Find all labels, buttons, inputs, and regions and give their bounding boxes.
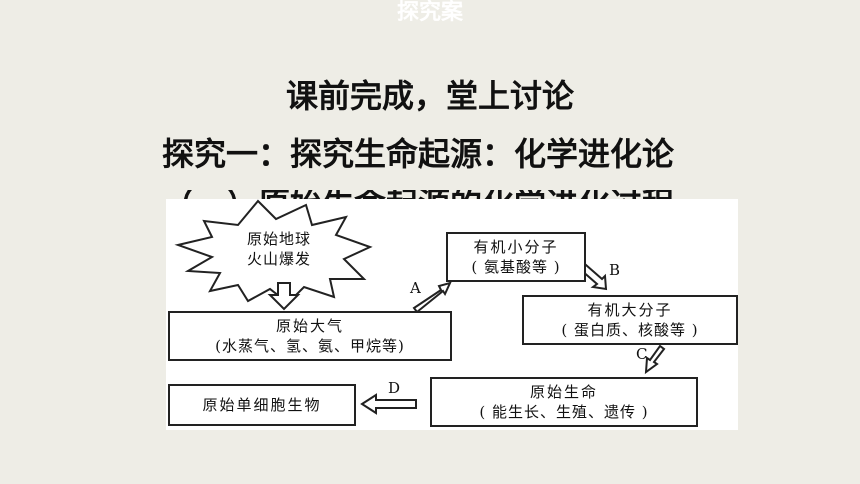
large-molecules-title: 有机大分子 [587, 301, 673, 319]
label-a: A [410, 279, 421, 297]
primitive-life-title: 原始生命 [529, 383, 598, 401]
label-c: C [636, 345, 648, 363]
burst-label: 原始地球 火山爆发 [234, 229, 324, 269]
arrow-a-icon [412, 281, 452, 314]
atmosphere-box: 原始大气 (水蒸气、氢、氨、甲烷等) [168, 311, 452, 361]
large-molecules-sub: ( 蛋白质、核酸等 ) [561, 321, 699, 339]
arrow-c-icon [644, 344, 666, 375]
clipped-subheading: （一）原始生命起源的化学进化过程 [162, 190, 742, 200]
label-d: D [388, 379, 401, 397]
volcano-burst-shape [174, 199, 373, 305]
down-arrow-icon [267, 282, 301, 311]
single-cell-box: 原始单细胞生物 [168, 384, 356, 426]
instruction-text: 课前完成，堂上讨论 [285, 77, 574, 115]
burst-line1: 原始地球 [246, 230, 311, 248]
small-molecules-sub: ( 氨基酸等 ) [471, 258, 561, 276]
burst-line2: 火山爆发 [246, 250, 311, 268]
clipped-subheading-text: （一）原始生命起源的化学进化过程 [162, 190, 742, 200]
arrow-d-icon [360, 393, 417, 415]
small-molecules-box: 有机小分子 ( 氨基酸等 ) [446, 232, 586, 282]
primitive-life-box: 原始生命 ( 能生长、生殖、遗传 ) [430, 377, 698, 427]
single-cell-title: 原始单细胞生物 [202, 396, 322, 414]
large-molecules-box: 有机大分子 ( 蛋白质、核酸等 ) [522, 295, 738, 345]
slide-title: 探究案 [396, 0, 463, 25]
chemical-evolution-diagram: 原始地球 火山爆发 原始大气 (水蒸气、氢、氨、甲烷等) 有机小分子 ( 氨基酸… [166, 199, 738, 430]
exploration-heading: 探究一：探究生命起源：化学进化论 [162, 135, 675, 173]
atmosphere-title: 原始大气 [275, 317, 344, 335]
small-molecules-title: 有机小分子 [473, 238, 559, 256]
atmosphere-sub: (水蒸气、氢、氨、甲烷等) [215, 337, 405, 355]
diagram-shapes [174, 199, 666, 415]
primitive-life-sub: ( 能生长、生殖、遗传 ) [479, 403, 649, 421]
label-b: B [609, 261, 621, 279]
